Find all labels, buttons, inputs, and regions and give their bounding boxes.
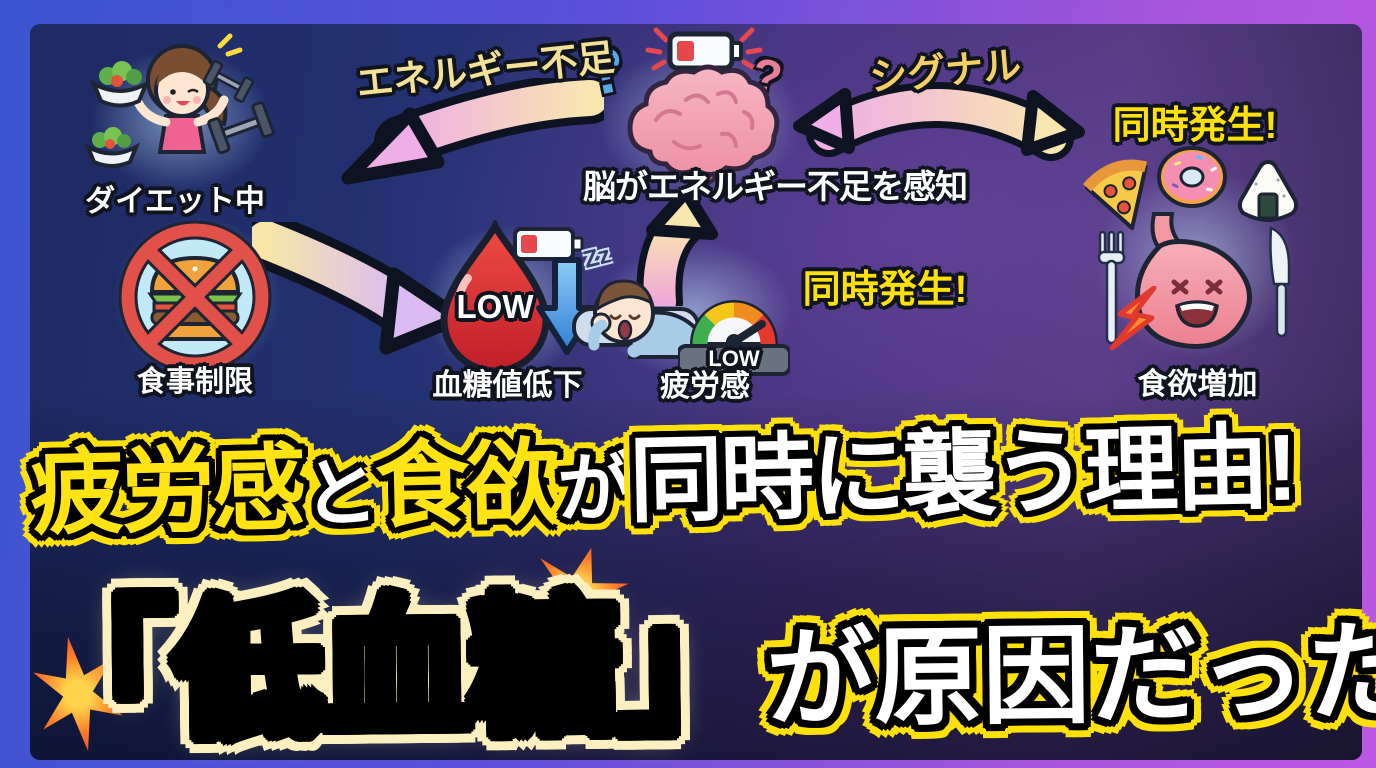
blood-drop-icon xyxy=(440,220,550,372)
restriction-label: 食事制限 xyxy=(136,366,253,398)
headline1-ga: が xyxy=(556,445,631,531)
simultaneous-mid-label: 同時発生! xyxy=(802,269,968,311)
knife-icon xyxy=(1269,226,1291,338)
fork-icon xyxy=(1097,230,1126,345)
appetite-label: 食欲増加 xyxy=(1137,368,1258,401)
pizza-icon xyxy=(1082,159,1148,231)
brain-caption: 脳がエネルギー不足を感知 xyxy=(583,168,968,205)
headline2-cause: が原因だった!? xyxy=(765,610,1376,740)
pain-bolt-icon xyxy=(1109,286,1157,350)
headline1-rest: 同時に襲う理由! xyxy=(628,414,1296,534)
brain-battery-low-icon xyxy=(645,27,763,71)
arrow-energy-shortage xyxy=(341,78,604,185)
battery-low-icon xyxy=(513,227,584,261)
blood-low-badge: LOW xyxy=(456,288,534,325)
arrow-signal xyxy=(793,82,1085,161)
no-burger-icon xyxy=(118,220,272,374)
headline1-and: と xyxy=(302,450,377,537)
tired-person-icon xyxy=(572,279,705,359)
gauge-low-icon xyxy=(678,300,790,376)
headline2-hypoglycemia: 「低血糖」 xyxy=(25,583,767,756)
arrow-fatigue-to-brain xyxy=(636,186,718,306)
brain-icon xyxy=(627,64,780,187)
simultaneous-right-label: 同時発生! xyxy=(1112,105,1278,147)
headline1-appetite: 食欲 xyxy=(374,429,559,539)
headline-line1: 疲労感と食欲が同時に襲う理由! xyxy=(29,392,1296,554)
diet-label: ダイエット中 xyxy=(85,185,265,218)
onigiri-icon xyxy=(1237,159,1299,223)
fatigue-label: 疲労感 xyxy=(660,370,750,403)
donut-icon xyxy=(1157,146,1227,208)
arrow-diet-to-blood xyxy=(252,222,464,355)
salad-woman-icon xyxy=(84,33,275,168)
headline-line2: 「低血糖」が原因だった!? xyxy=(25,536,1376,767)
blood-sugar-label: 血糖値低下 xyxy=(432,369,583,402)
headline1-fatigue: 疲労感 xyxy=(29,435,305,546)
gauge-value-label: LOW xyxy=(708,346,760,371)
